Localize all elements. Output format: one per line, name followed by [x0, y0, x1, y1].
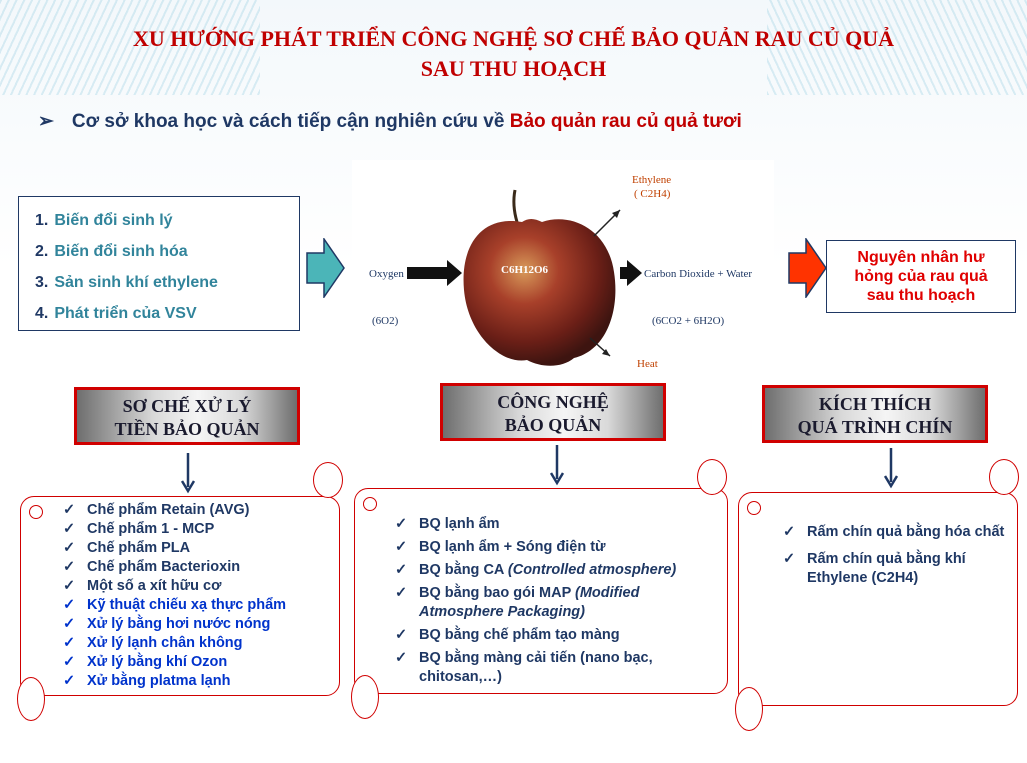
scroll-curl-icon — [747, 501, 761, 515]
list-item: ✓Xử lý bằng hơi nước nóng — [63, 616, 271, 632]
arrow-down-icon — [884, 448, 898, 489]
check-icon: ✓ — [63, 673, 76, 689]
scroll-curl-icon — [697, 459, 727, 495]
header-preprocess: SƠ CHẾ XỬ LÝ TIỀN BẢO QUẢN — [74, 387, 300, 445]
scroll-curl-icon — [17, 677, 45, 721]
arrow-right-teal-icon — [306, 238, 345, 298]
cause-line-3: sau thu hoạch — [866, 287, 976, 304]
ethylene-formula: ( C2H4) — [634, 188, 671, 200]
list-item: ✓Chế phẩm 1 - MCP — [63, 521, 215, 537]
glucose-formula: C6H12O6 — [501, 264, 549, 276]
check-icon: ✓ — [395, 539, 408, 555]
check-icon: ✓ — [63, 559, 76, 575]
list-item: ✓Xử lý lạnh chân không — [63, 635, 243, 651]
list-item: ✓Kỹ thuật chiếu xạ thực phẩm — [63, 597, 287, 613]
page-title: XU HƯỚNG PHÁT TRIỂN CÔNG NGHỆ SƠ CHẾ BẢO… — [0, 24, 1027, 84]
check-icon: ✓ — [395, 516, 408, 532]
change-item: 3.Sản sinh khí ethylene — [35, 274, 218, 291]
list-item: ✓Chế phẩm Retain (AVG) — [63, 502, 250, 518]
header-preservation: CÔNG NGHỆ BẢO QUẢN — [440, 383, 666, 441]
check-icon: ✓ — [63, 654, 76, 670]
products-label: Carbon Dioxide + Water — [644, 268, 753, 280]
apple-image — [407, 189, 642, 366]
products-quantity: (6CO2 + 6H2O) — [652, 315, 725, 327]
check-icon: ✓ — [63, 616, 76, 632]
list-item: ✓BQ lạnh ẩm — [395, 516, 500, 532]
check-icon: ✓ — [63, 597, 76, 613]
list-item: ✓BQ bằng bao gói MAP (Modified Atmospher… — [395, 585, 640, 620]
preprocess-list: ✓Chế phẩm Retain (AVG) ✓Chế phẩm 1 - MCP… — [61, 501, 286, 691]
scroll-curl-icon — [735, 687, 763, 731]
list-item: ✓Chế phẩm PLA — [63, 540, 191, 556]
check-icon: ✓ — [63, 635, 76, 651]
arrow-bullet-icon: ➢ — [38, 111, 54, 132]
change-item: 4.Phát triển của VSV — [35, 305, 197, 322]
header-decoration-left — [0, 0, 260, 95]
scroll-curl-icon — [989, 459, 1019, 495]
header-decoration-right — [767, 0, 1027, 95]
cause-line-1: Nguyên nhân hư — [857, 249, 985, 266]
list-item: ✓Chế phẩm Bacterioxin — [63, 559, 241, 575]
list-item: ✓BQ bằng chế phẩm tạo màng — [395, 627, 620, 643]
list-item: ✓Xử lý bằng khí Ozon — [63, 654, 228, 670]
header-ripening: KÍCH THÍCH QUÁ TRÌNH CHÍN — [762, 385, 988, 443]
scroll-preservation: ✓BQ lạnh ẩm ✓BQ lạnh ẩm + Sóng điện từ ✓… — [351, 459, 728, 719]
list-item: ✓Một số a xít hữu cơ — [63, 578, 222, 594]
respiration-illustration: C6H12O6 Oxygen (6O2) Ethylene ( C2H4) Ca… — [352, 160, 774, 380]
list-item: ✓BQ lạnh ẩm + Sóng điện từ — [395, 539, 606, 555]
ripening-list: ✓Rấm chín quả bằng hóa chất ✓ Rấm chín q… — [781, 523, 1006, 588]
list-item: ✓BQ bằng màng cải tiến (nano bạc, chitos… — [395, 650, 653, 685]
title-line-1: XU HƯỚNG PHÁT TRIỂN CÔNG NGHỆ SƠ CHẾ BẢO… — [132, 26, 895, 51]
arrow-down-icon — [181, 453, 195, 494]
scroll-curl-icon — [351, 675, 379, 719]
scroll-ripening: ✓Rấm chín quả bằng hóa chất ✓ Rấm chín q… — [735, 459, 1019, 731]
subtitle: ➢ Cơ sở khoa học và cách tiếp cận nghiên … — [38, 110, 742, 133]
preservation-list: ✓BQ lạnh ẩm ✓BQ lạnh ẩm + Sóng điện từ ✓… — [393, 515, 723, 691]
check-icon: ✓ — [783, 524, 796, 540]
check-icon: ✓ — [395, 562, 408, 578]
check-icon: ✓ — [395, 585, 408, 601]
check-icon: ✓ — [783, 551, 796, 567]
scroll-curl-icon — [363, 497, 377, 511]
heat-label: Heat — [637, 358, 658, 370]
list-item: ✓BQ bằng CA (Controlled atmosphere) — [395, 562, 677, 578]
check-icon: ✓ — [395, 627, 408, 643]
check-icon: ✓ — [395, 650, 408, 666]
scroll-curl-icon — [313, 462, 343, 498]
cause-line-2: hỏng của rau quả — [854, 268, 988, 285]
scroll-curl-icon — [29, 505, 43, 519]
change-item: 1.Biến đổi sinh lý — [35, 212, 173, 229]
oxygen-quantity: (6O2) — [372, 315, 399, 327]
ethylene-label: Ethylene — [632, 174, 672, 186]
check-icon: ✓ — [63, 540, 76, 556]
change-item: 2.Biến đổi sinh hóa — [35, 243, 188, 260]
check-icon: ✓ — [63, 578, 76, 594]
subtitle-highlight: Bảo quản rau củ quả tươi — [509, 111, 742, 132]
scroll-preprocess: ✓Chế phẩm Retain (AVG) ✓Chế phẩm 1 - MCP… — [17, 462, 343, 721]
list-item: ✓ Rấm chín quả bằng khí Ethylene (C2H4) — [783, 551, 966, 586]
subtitle-prefix: Cơ sở khoa học và cách tiếp cận nghiên c… — [71, 111, 510, 132]
title-line-2: SAU THU HOẠCH — [420, 56, 607, 81]
arrow-down-icon — [550, 445, 564, 486]
oxygen-label: Oxygen — [369, 268, 404, 280]
cause-box: Nguyên nhân hư hỏng của rau quả sau thu … — [826, 240, 1016, 313]
arrow-right-red-icon — [788, 238, 827, 298]
check-icon: ✓ — [63, 521, 76, 537]
list-item: ✓Rấm chín quả bằng hóa chất — [783, 524, 1005, 540]
check-icon: ✓ — [63, 502, 76, 518]
list-item: ✓Xử bằng platma lạnh — [63, 673, 231, 689]
changes-box: 1.Biến đổi sinh lý 2.Biến đổi sinh hóa 3… — [18, 196, 300, 331]
